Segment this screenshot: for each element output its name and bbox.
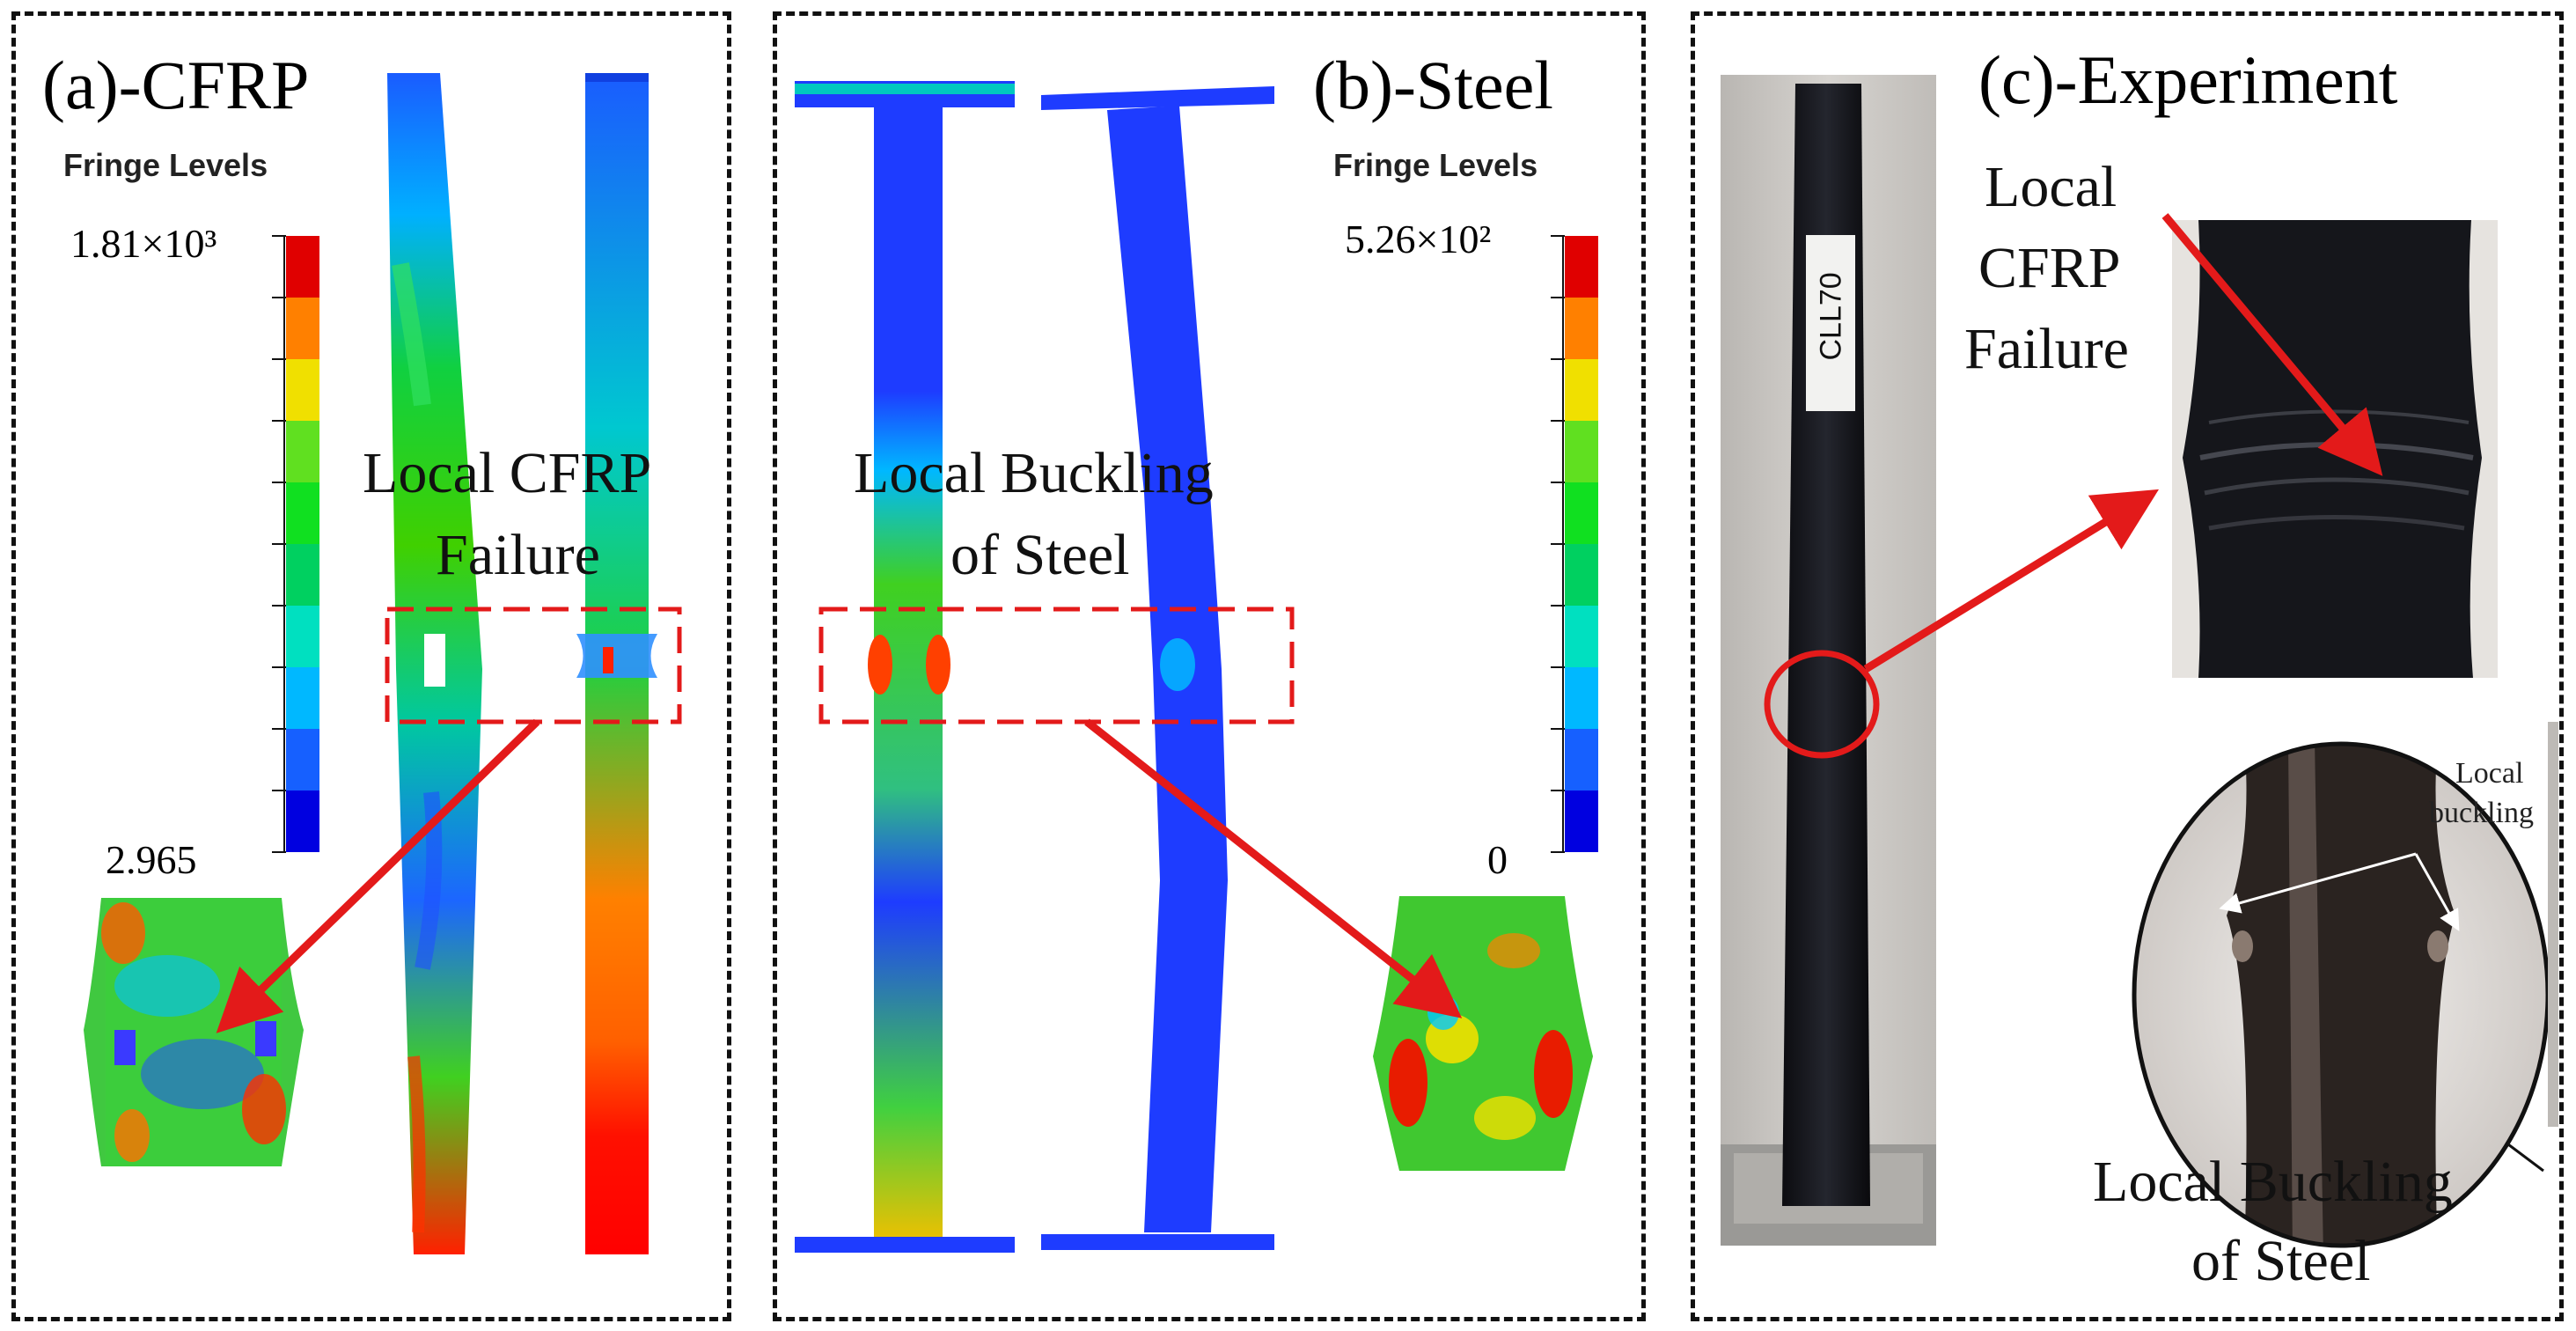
cfrp-label-line2: CFRP [1978, 236, 2121, 300]
scale-a-swatch-7 [286, 359, 319, 421]
arrow-b [1084, 718, 1463, 1018]
cfrp-column-straight [576, 73, 657, 1254]
scale-b-swatch-1 [1565, 729, 1598, 791]
panel-a-title: (a)-CFRP [42, 47, 310, 123]
panel-c-title: (c)-Experiment [1978, 41, 2398, 118]
scale-b-swatch-8 [1565, 298, 1598, 359]
annotation-b-line2: of Steel [950, 523, 1130, 587]
scale-b-swatch-9 [1565, 236, 1598, 298]
scale-max-a: 1.81×10³ [70, 221, 217, 266]
fringe-levels-label-b: Fringe Levels [1333, 147, 1538, 183]
arrow-c-main [1863, 489, 2160, 673]
scale-b-swatch-7 [1565, 359, 1598, 421]
panel-b-title: (b)-Steel [1313, 47, 1553, 123]
scale-min-b: 0 [1487, 837, 1508, 882]
annotation-b-line1: Local Buckling [854, 441, 1214, 505]
color-scale-b [1551, 235, 1598, 853]
scale-b-swatch-4 [1565, 544, 1598, 606]
highlight-box-b [818, 607, 1295, 724]
cfrp-label-line1: Local [1985, 155, 2117, 219]
scale-a-swatch-2 [286, 667, 319, 729]
annotation-a-line2: Failure [436, 523, 600, 587]
scale-b-swatch-2 [1565, 667, 1598, 729]
cfrp-failure-photo [2172, 220, 2498, 678]
fringe-levels-label-a: Fringe Levels [63, 147, 268, 183]
panel-a-cfrp [11, 11, 731, 1321]
color-scale-a [272, 235, 319, 853]
scale-max-b: 5.26×10² [1345, 217, 1492, 261]
steel-label-line2: of Steel [2191, 1229, 2371, 1293]
scale-a-swatch-3 [286, 606, 319, 667]
scale-a-swatch-4 [286, 544, 319, 606]
scale-a-swatch-0 [286, 791, 319, 852]
scale-a-swatch-9 [286, 236, 319, 298]
cfrp-failure-zoom [84, 898, 304, 1166]
annotation-a-line1: Local CFRP [363, 441, 652, 505]
panel-b-steel [773, 11, 1646, 1321]
arrow-c-cfrp [2161, 213, 2383, 476]
cfrp-label-line3: Failure [1964, 317, 2129, 381]
scale-a-swatch-6 [286, 421, 319, 482]
scale-b-swatch-6 [1565, 421, 1598, 482]
scale-b-swatch-3 [1565, 606, 1598, 667]
steel-column-straight [795, 81, 1015, 1253]
inset-local-buckling-line2: buckling [2429, 797, 2534, 829]
scale-a-swatch-8 [286, 298, 319, 359]
specimen-photo [1721, 75, 1936, 1246]
steel-label-line1: Local Buckling [2093, 1150, 2453, 1214]
scale-b-swatch-0 [1565, 791, 1598, 852]
inset-local-buckling-line1: Local [2455, 757, 2524, 790]
steel-column-deformed [1041, 86, 1274, 1250]
scale-a-swatch-1 [286, 729, 319, 791]
scale-b-swatch-5 [1565, 482, 1598, 544]
scale-a-swatch-5 [286, 482, 319, 544]
steel-buckling-lens [2132, 722, 2558, 1248]
scale-min-a: 2.965 [106, 837, 197, 882]
steel-buckling-zoom [1373, 896, 1593, 1171]
cfrp-column-deformed [387, 73, 482, 1254]
panel-c-experiment [1691, 11, 2564, 1321]
arrow-a [216, 718, 540, 1033]
specimen-tag: CLL70 [1814, 272, 1848, 361]
